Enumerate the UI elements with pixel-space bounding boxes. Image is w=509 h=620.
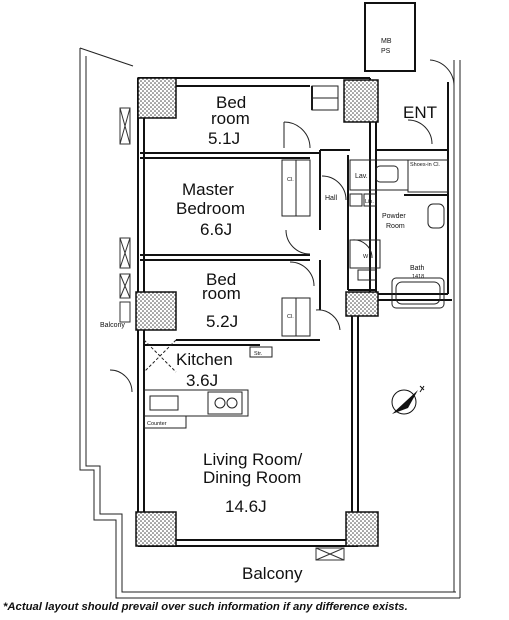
closets [249, 85, 339, 358]
mbps-shaft: MB PS [364, 2, 416, 72]
door-swing[interactable] [289, 261, 315, 287]
shoes-closet [407, 159, 449, 193]
counter-label: Counter [147, 421, 167, 427]
door-swing[interactable] [109, 369, 133, 393]
bedroom-mid-size: 5.2J [206, 312, 238, 331]
north-arrow-icon [391, 385, 425, 415]
door-swing[interactable] [283, 121, 311, 149]
cabinet [363, 193, 377, 207]
pantry-label: Str. [254, 351, 263, 357]
master-bedroom-size: 6.6J [200, 220, 232, 239]
window [119, 237, 131, 269]
disclaimer-note: *Actual layout should prevail over such … [3, 601, 408, 613]
cabinet [349, 193, 363, 207]
door-swing[interactable] [315, 309, 341, 331]
living-line2: Dining Room [203, 468, 301, 487]
side-balcony-label: Balcony [100, 322, 125, 329]
door-swing[interactable] [321, 175, 347, 201]
window [119, 273, 131, 299]
column [345, 291, 379, 317]
counter [143, 415, 187, 429]
mbps-label-2: PS [381, 48, 391, 55]
mbps-label-1: MB [381, 38, 392, 45]
column [135, 291, 177, 331]
hall-label: Hall [325, 195, 338, 202]
powder-room-label-2: Room [386, 223, 405, 230]
door-swing[interactable] [407, 119, 433, 145]
kitchen-size: 3.6J [186, 371, 218, 390]
windows [119, 107, 345, 561]
sink [149, 395, 179, 411]
lavatory-label: Lav. [355, 173, 368, 180]
linen-label: Lin. [365, 199, 374, 205]
entrance-label: ENT [403, 103, 437, 122]
master-bedroom-line2: Bedroom [176, 199, 245, 218]
door-swing[interactable] [285, 229, 311, 255]
bottom-balcony-label: Balcony [242, 564, 303, 583]
storage [357, 269, 377, 281]
bath-label: Bath [410, 265, 425, 272]
master-bedroom-line1: Master [182, 180, 234, 199]
window [119, 107, 131, 145]
storage [249, 346, 273, 358]
toilet [427, 203, 445, 229]
bedroom-top-size: 5.1J [208, 129, 240, 148]
bath-size-label: 1418 [412, 274, 424, 280]
washer-label: W [363, 254, 369, 260]
living-size: 14.6J [225, 497, 267, 516]
column [345, 511, 379, 547]
column [137, 77, 177, 119]
balcony-outline [79, 47, 461, 599]
bedroom-top-line1: Bed [216, 93, 246, 112]
bedroom-mid-line1: Bed [206, 270, 236, 289]
kitchen-name: Kitchen [176, 350, 233, 369]
structural-columns [135, 77, 379, 547]
shoes-closet-label: Shoes-in Cl. [410, 162, 440, 168]
window [315, 547, 345, 561]
column [135, 511, 177, 547]
cooktop [207, 391, 243, 415]
kitchen-counters [143, 339, 249, 429]
kitchen-counter [143, 389, 249, 417]
bathtub [391, 277, 445, 309]
living-line1: Living Room/ [203, 450, 302, 469]
interior-walls [140, 85, 448, 346]
wet-area-fixtures [349, 159, 449, 309]
bedroom-mid-line2: room [202, 284, 241, 303]
entrance-door[interactable] [429, 59, 455, 87]
closet-label: Cl. [287, 177, 294, 183]
bedroom-top-line2: room [211, 109, 250, 128]
window [119, 301, 131, 323]
column [343, 79, 379, 123]
closet-label: Cl. [287, 314, 294, 320]
powder-room-label-1: Powder [382, 213, 406, 220]
washer [349, 239, 381, 269]
